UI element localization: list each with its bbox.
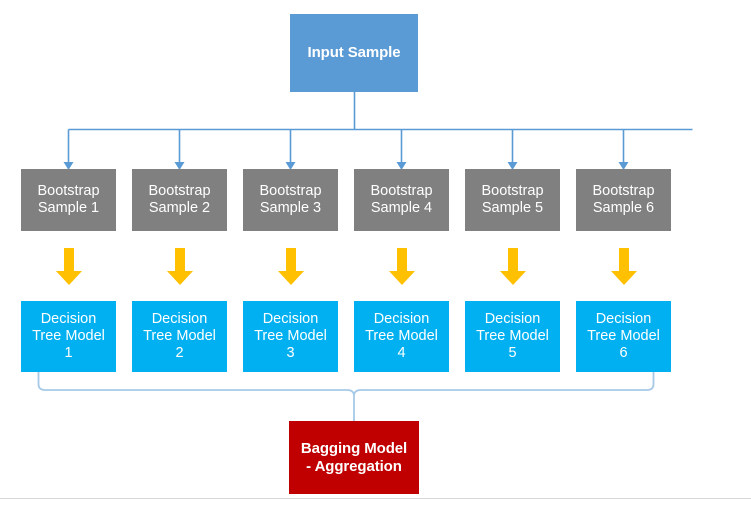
node-decision-tree-model-1[interactable]: Decision Tree Model 1 xyxy=(21,301,116,372)
node-decision-tree-model-5-label: Decision Tree Model 5 xyxy=(476,310,549,362)
node-bootstrap-sample-5[interactable]: Bootstrap Sample 5 xyxy=(465,169,560,231)
node-decision-tree-model-4-label: Decision Tree Model 4 xyxy=(365,310,438,362)
node-bootstrap-sample-5-label: Bootstrap Sample 5 xyxy=(481,182,544,216)
node-bagging-model[interactable]: Bagging Model - Aggregation xyxy=(289,421,419,494)
bottom-divider xyxy=(0,498,751,499)
down-arrow-icon-1 xyxy=(56,248,82,285)
node-decision-tree-model-6-label: Decision Tree Model 6 xyxy=(587,310,660,362)
down-arrow-icon-6 xyxy=(611,248,637,285)
node-input-sample[interactable]: Input Sample xyxy=(290,14,418,92)
node-bootstrap-sample-6[interactable]: Bootstrap Sample 6 xyxy=(576,169,671,231)
node-bagging-model-label: Bagging Model - Aggregation xyxy=(300,439,408,475)
node-bootstrap-sample-4-label: Bootstrap Sample 4 xyxy=(370,182,433,216)
node-bootstrap-sample-6-label: Bootstrap Sample 6 xyxy=(592,182,655,216)
down-arrow-icon-5 xyxy=(500,248,526,285)
node-decision-tree-model-3-label: Decision Tree Model 3 xyxy=(254,310,327,362)
node-decision-tree-model-3[interactable]: Decision Tree Model 3 xyxy=(243,301,338,372)
node-decision-tree-model-6[interactable]: Decision Tree Model 6 xyxy=(576,301,671,372)
node-decision-tree-model-5[interactable]: Decision Tree Model 5 xyxy=(465,301,560,372)
node-bootstrap-sample-2[interactable]: Bootstrap Sample 2 xyxy=(132,169,227,231)
node-decision-tree-model-1-label: Decision Tree Model 1 xyxy=(32,310,105,362)
node-input-sample-label: Input Sample xyxy=(307,44,401,62)
down-arrow-icon-2 xyxy=(167,248,193,285)
down-arrow-icon-3 xyxy=(278,248,304,285)
node-bootstrap-sample-3-label: Bootstrap Sample 3 xyxy=(259,182,322,216)
node-bootstrap-sample-1-label: Bootstrap Sample 1 xyxy=(37,182,100,216)
down-arrow-icon-4 xyxy=(389,248,415,285)
node-decision-tree-model-2-label: Decision Tree Model 2 xyxy=(143,310,216,362)
node-bootstrap-sample-4[interactable]: Bootstrap Sample 4 xyxy=(354,169,449,231)
node-bootstrap-sample-3[interactable]: Bootstrap Sample 3 xyxy=(243,169,338,231)
node-bootstrap-sample-1[interactable]: Bootstrap Sample 1 xyxy=(21,169,116,231)
node-decision-tree-model-4[interactable]: Decision Tree Model 4 xyxy=(354,301,449,372)
node-bootstrap-sample-2-label: Bootstrap Sample 2 xyxy=(148,182,211,216)
node-decision-tree-model-2[interactable]: Decision Tree Model 2 xyxy=(132,301,227,372)
